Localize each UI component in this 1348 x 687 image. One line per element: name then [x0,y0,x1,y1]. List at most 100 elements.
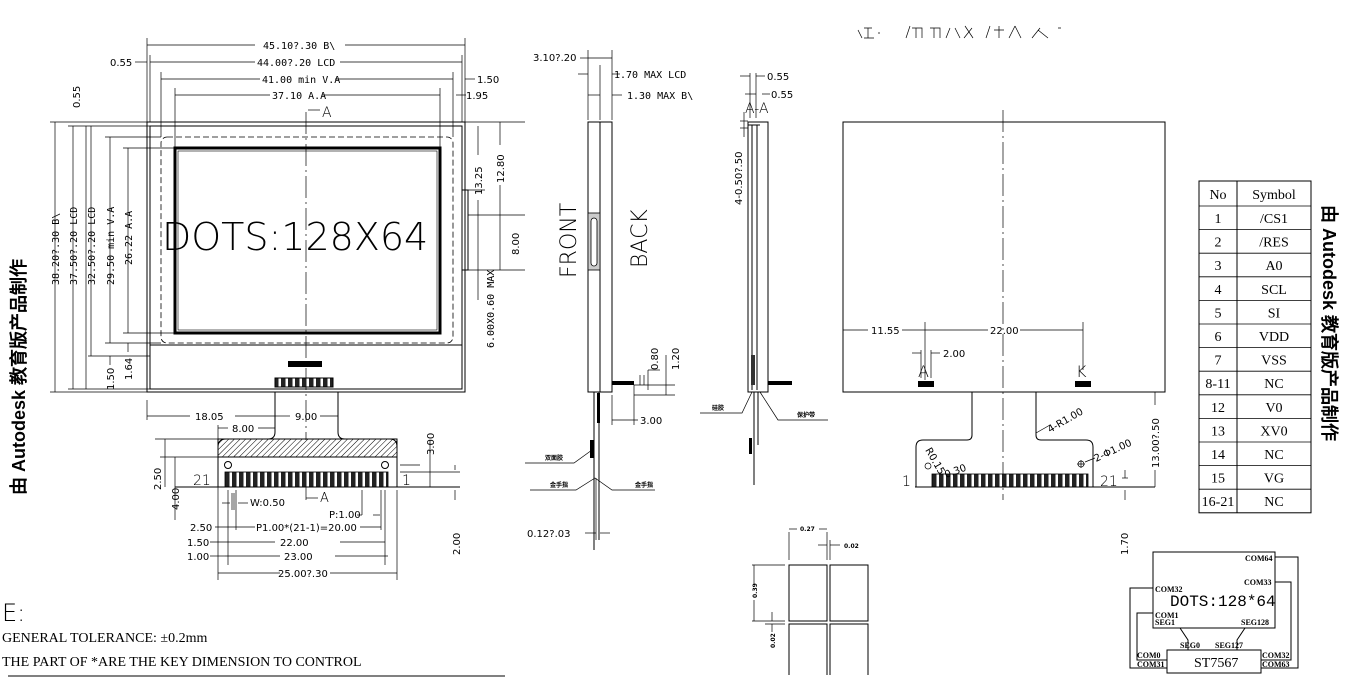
dim-va-width: 41.00 min V.A [262,75,340,86]
sch-com32-bottom: COM32 [1262,651,1290,660]
pin-number: 6 [1215,330,1222,345]
sch-com64: COM64 [1245,554,1273,563]
dim-tab-size: 6.00X0.60 MAX [486,270,497,348]
dim-lcd-height: 37.50?.20 LCD [69,207,80,285]
driver-ic-label: ST7567 [1194,656,1238,671]
sch-seg1: SEG1 [1155,618,1175,627]
dim-left-gap: 0.55 [110,58,132,69]
pin-symbol: A0 [1265,259,1282,274]
pin-symbol: /RES [1259,236,1289,251]
cathode-label: K [1076,362,1087,381]
led-pad-cathode [1075,381,1091,387]
dim-2-50: 2.50 [153,468,164,490]
dim-pin-width: W:0.50 [250,498,285,509]
back-view: A K 11.55 22.00 2.00 4-R1.00 2-Φ1.00 13.… [842,110,1166,555]
dim-3-00: 3.00 [426,433,437,455]
dim-right-gap-2: 1.95 [466,91,488,102]
note-key-dimension: THE PART OF *ARE THE KEY DIMENSION TO CO… [2,655,362,670]
dim-bezel-thickness: 1.30 MAX B\ [627,91,693,102]
sch-seg0: SEG0 [1180,641,1200,650]
top-note-glyphs [857,25,1061,39]
pin-symbol: VDD [1259,330,1289,345]
connector [274,377,334,388]
dim-fpc-thickness: 0.12?.03 [527,529,570,540]
gold-fingers [224,471,389,488]
dim-3-00-side: 3.00 [640,416,662,427]
section-view: 0.55 0.55 A-A 4-0.50?.50 硅胶 保护带 [700,72,828,485]
pin-number: 8-11 [1205,377,1230,392]
dim-thickness: 3.10?.20 [533,53,576,64]
dim-12-80: 12.80 [496,154,507,183]
pin-symbol: NC [1264,448,1283,463]
dim-pixel-height: 0.39 [752,583,759,598]
sch-com1: COM1 [1155,611,1179,620]
pin-symbol: SCL [1261,283,1287,298]
pin-symbol: SI [1268,306,1281,321]
dim-fpc-width: 25.00?.30 [278,569,328,580]
ic-chip [288,361,322,367]
callout-silicone: 硅胶 [712,404,724,412]
pin-number: 12 [1211,401,1225,416]
pin-number: 14 [1211,448,1225,463]
side-view: 3.10?.20 1.70 MAX LCD 1.30 MAX B\ 0.80 1… [525,50,693,550]
dim-top-gap: 0.55 [72,86,83,108]
pin-symbol: NC [1264,495,1283,510]
sch-com33: COM33 [1244,578,1272,587]
note-tolerance: GENERAL TOLERANCE: ±0.2mm [2,631,207,646]
pin-number: 3 [1215,259,1222,274]
pin-symbol: XV0 [1260,424,1287,439]
dim-4-0-50: 4-0.50?.50 [734,152,745,205]
fpc-front: 21 1 A 18.05 9.00 8.00 3.00 2.50 4.00 [146,392,463,580]
callout-protect-tape: 保护带 [796,411,815,419]
dim-va-height: 29.50 min V.A [106,207,117,285]
dim-1-00: 1.00 [187,552,209,563]
dim-0-55-b: 0.55 [771,90,793,101]
schematic-dots: DOTS:128*64 [1170,593,1276,611]
callout-gold-finger-2: 金手指 [634,481,653,489]
fpc-section-marker: A [320,491,329,506]
driver-schematic: DOTS:128*64 ST7567 COM64 COM33 COM32 COM… [1129,551,1299,674]
notes-heading: E: [2,599,25,627]
dim-lcd-width: 44.00?.20 LCD [257,58,335,69]
pixel-detail: 0.27 0.02 0.39 0.02 [752,526,869,675]
back-pin-21: 21 [1100,474,1118,490]
anode-label: A [918,362,929,381]
active-area [173,146,442,335]
front-label: FRONT [557,203,582,278]
dots-label: DOTS:128X64 [162,215,428,259]
pin-symbol: VG [1264,472,1284,487]
pin-number: 7 [1215,354,1222,369]
dim-8-00-fpc: 8.00 [232,424,254,435]
pin-symbol: NC [1264,377,1283,392]
dim-2-00-back: 2.00 [943,349,965,360]
dim-23-00: 23.00 [284,552,313,563]
pin-number: 13 [1211,424,1225,439]
notes: E: GENERAL TOLERANCE: ±0.2mm THE PART OF… [2,599,505,677]
pin-symbol: V0 [1265,401,1282,416]
dim-pixel-gap-x: 0.02 [844,543,859,550]
sch-com32-top: COM32 [1155,585,1183,594]
dim-1-50: 1.50 [187,538,209,549]
sch-seg128: SEG128 [1241,618,1269,627]
fpc-pin-21: 21 [193,473,211,489]
dim-bottom-1: 1.50 [106,368,117,390]
dim-pin-pitch: P:1.00 [329,510,361,521]
dim-hole: 2-Φ1.00 [1093,438,1134,465]
pin-symbol: /CS1 [1260,212,1288,227]
front-view: DOTS:128X64 A 45.10?.30 B\ 44.00?.20 LCD… [50,38,525,440]
dim-0-55-a: 0.55 [767,72,789,83]
left-dimension-labels: 38.20?.30 B\ 37.50?.20 LCD 32.50?.20 LCD… [51,207,135,390]
sch-com63: COM63 [1262,660,1290,669]
pin-number: 1 [1215,212,1222,227]
section-marker: A [322,105,332,121]
dim-2-50-b: 2.50 [190,523,212,534]
fpc-pin-1: 1 [402,473,411,489]
back-label: BACK [628,209,653,268]
pin-symbol: VSS [1261,354,1287,369]
dim-lcd-thickness: 1.70 MAX LCD [614,70,686,81]
table-header-symbol: Symbol [1252,188,1296,203]
dim-bottom-2: 1.64 [124,358,135,380]
dim-lcd-height-2: 32.50?.20 LCD [87,207,98,285]
pin-number: 15 [1211,472,1225,487]
